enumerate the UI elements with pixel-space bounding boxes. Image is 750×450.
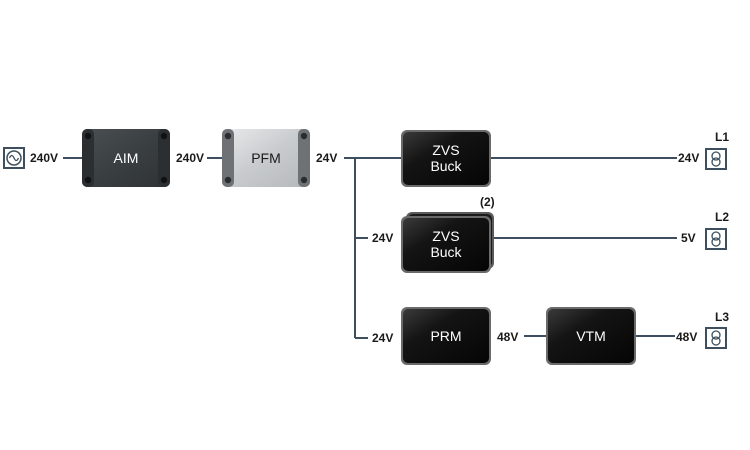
pfm-right-flange bbox=[298, 129, 310, 187]
aim-body bbox=[82, 129, 170, 187]
pfm-body bbox=[222, 129, 310, 187]
aim-right-flange bbox=[158, 129, 170, 187]
load-l2-name: L2 bbox=[715, 210, 729, 224]
pfm-module: PFM bbox=[222, 129, 310, 187]
load-l1: L1 24V bbox=[678, 130, 729, 170]
vtm-body bbox=[548, 309, 634, 363]
screw-icon bbox=[84, 176, 92, 184]
prm-module: PRM bbox=[401, 307, 491, 365]
pfm-output-voltage: 24V bbox=[316, 151, 337, 165]
zvs2-body bbox=[403, 218, 489, 271]
current-source-icon bbox=[711, 231, 721, 241]
zvs-buck-module-2: (2) ZVS Buck bbox=[401, 195, 495, 273]
load-l3: L3 48V bbox=[676, 310, 729, 349]
current-source-icon bbox=[711, 151, 721, 161]
load-l1-voltage: 24V bbox=[678, 151, 699, 165]
pfm-label: PFM bbox=[251, 150, 281, 166]
load-l3-box bbox=[705, 327, 727, 349]
load-l1-name: L1 bbox=[715, 130, 729, 144]
prm-label: PRM bbox=[430, 328, 461, 344]
sine-wave-icon bbox=[8, 154, 20, 162]
ac-source: 240V bbox=[3, 147, 58, 169]
zvs1-label-line1: ZVS bbox=[432, 142, 459, 158]
vtm-label: VTM bbox=[576, 328, 606, 344]
zvs2-label-line1: ZVS bbox=[432, 228, 459, 244]
ac-source-icon bbox=[6, 150, 22, 166]
screw-icon bbox=[300, 132, 308, 140]
zvs1-label-line2: Buck bbox=[430, 158, 462, 174]
zvs1-body bbox=[403, 132, 489, 185]
screw-icon bbox=[160, 132, 168, 140]
load-l2-box bbox=[705, 228, 727, 250]
load-l2: L2 5V bbox=[681, 210, 729, 250]
screw-icon bbox=[84, 132, 92, 140]
screw-icon bbox=[224, 176, 232, 184]
aim-label: AIM bbox=[114, 150, 139, 166]
current-source-icon bbox=[711, 330, 721, 340]
zvs2-label-line2: Buck bbox=[430, 244, 462, 260]
current-source-icon bbox=[711, 157, 721, 167]
load-l3-voltage: 48V bbox=[676, 330, 697, 344]
vtm-module: VTM bbox=[546, 307, 636, 365]
wires bbox=[63, 157, 677, 339]
current-source-icon bbox=[711, 237, 721, 247]
screw-icon bbox=[224, 132, 232, 140]
aim-left-flange bbox=[82, 129, 94, 187]
aim-module: AIM bbox=[82, 129, 170, 187]
prm-output-voltage: 48V bbox=[497, 330, 518, 344]
load-l3-name: L3 bbox=[715, 310, 729, 324]
load-l1-box bbox=[705, 148, 727, 170]
prm-input-voltage: 24V bbox=[372, 331, 393, 345]
screw-icon bbox=[300, 176, 308, 184]
load-l2-voltage: 5V bbox=[681, 231, 696, 245]
screw-icon bbox=[160, 176, 168, 184]
pfm-left-flange bbox=[222, 129, 234, 187]
zvs-buck-module-1: ZVS Buck bbox=[401, 130, 491, 187]
zvs2-count: (2) bbox=[480, 195, 495, 209]
source-voltage-label: 240V bbox=[30, 151, 58, 165]
zvs2-input-voltage: 24V bbox=[372, 231, 393, 245]
current-source-icon bbox=[711, 336, 721, 346]
aim-output-voltage: 240V bbox=[176, 151, 204, 165]
prm-body bbox=[403, 309, 489, 363]
